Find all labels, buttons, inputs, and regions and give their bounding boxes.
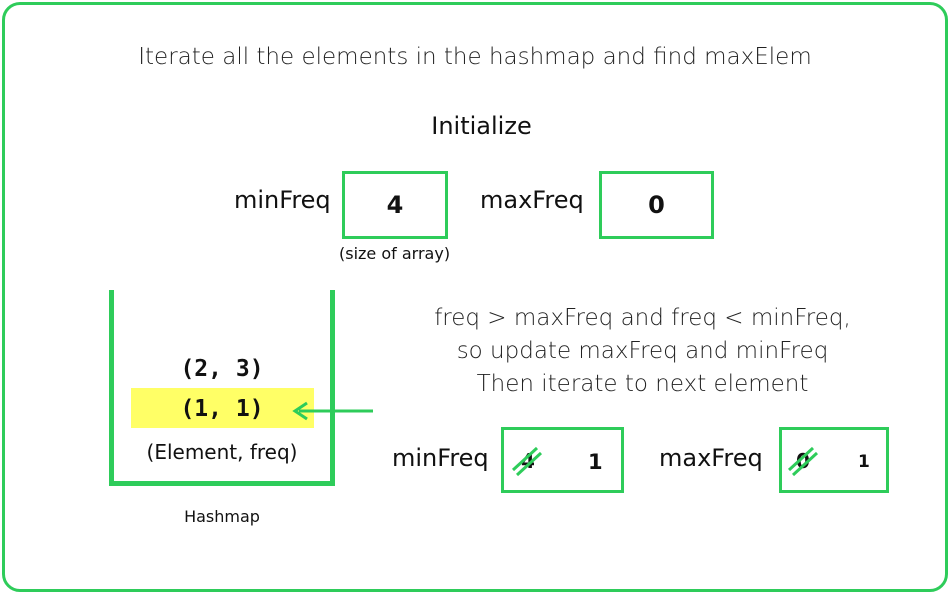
strike-through-icon bbox=[511, 446, 543, 477]
initialize-heading: Initialize bbox=[431, 112, 532, 140]
hashmap-caption: Hashmap bbox=[184, 507, 260, 526]
hashmap-left-wall bbox=[109, 290, 114, 486]
updated-max-freq-label: maxFreq bbox=[659, 444, 763, 472]
updated-min-freq-box bbox=[501, 427, 624, 493]
updated-min-freq-label: minFreq bbox=[392, 444, 489, 472]
pointer-arrow-icon bbox=[292, 401, 373, 421]
min-freq-note: (size of array) bbox=[339, 244, 451, 263]
init-min-freq-box: 4 bbox=[342, 171, 448, 239]
hashmap-entry: (2, 3) bbox=[180, 356, 264, 382]
diagram-title: Iterate all the elements in the hashmap … bbox=[138, 44, 812, 70]
current-entry-highlight bbox=[131, 388, 314, 428]
init-max-freq-box: 0 bbox=[599, 171, 714, 239]
new-min-freq-value: 1 bbox=[588, 450, 603, 474]
strike-through-icon bbox=[787, 446, 819, 477]
init-max-freq-value: 0 bbox=[648, 191, 665, 219]
new-max-freq-value: 1 bbox=[858, 452, 870, 472]
updated-max-freq-box bbox=[779, 427, 889, 493]
hashmap-right-wall bbox=[330, 290, 335, 486]
init-min-freq-label: minFreq bbox=[234, 186, 331, 214]
update-description: freq > maxFreq and freq < minFreq, so up… bbox=[400, 302, 885, 401]
hashmap-entry-current: (1, 1) bbox=[180, 396, 264, 422]
hashmap-header: (Element, freq) bbox=[146, 440, 298, 464]
description-line-1: freq > maxFreq and freq < minFreq, bbox=[434, 305, 851, 331]
description-line-3: Then iterate to next element bbox=[476, 371, 809, 397]
description-line-2: so update maxFreq and minFreq bbox=[456, 338, 829, 364]
init-max-freq-label: maxFreq bbox=[480, 186, 584, 214]
hashmap-bottom-wall bbox=[109, 481, 335, 486]
init-min-freq-value: 4 bbox=[386, 191, 404, 219]
